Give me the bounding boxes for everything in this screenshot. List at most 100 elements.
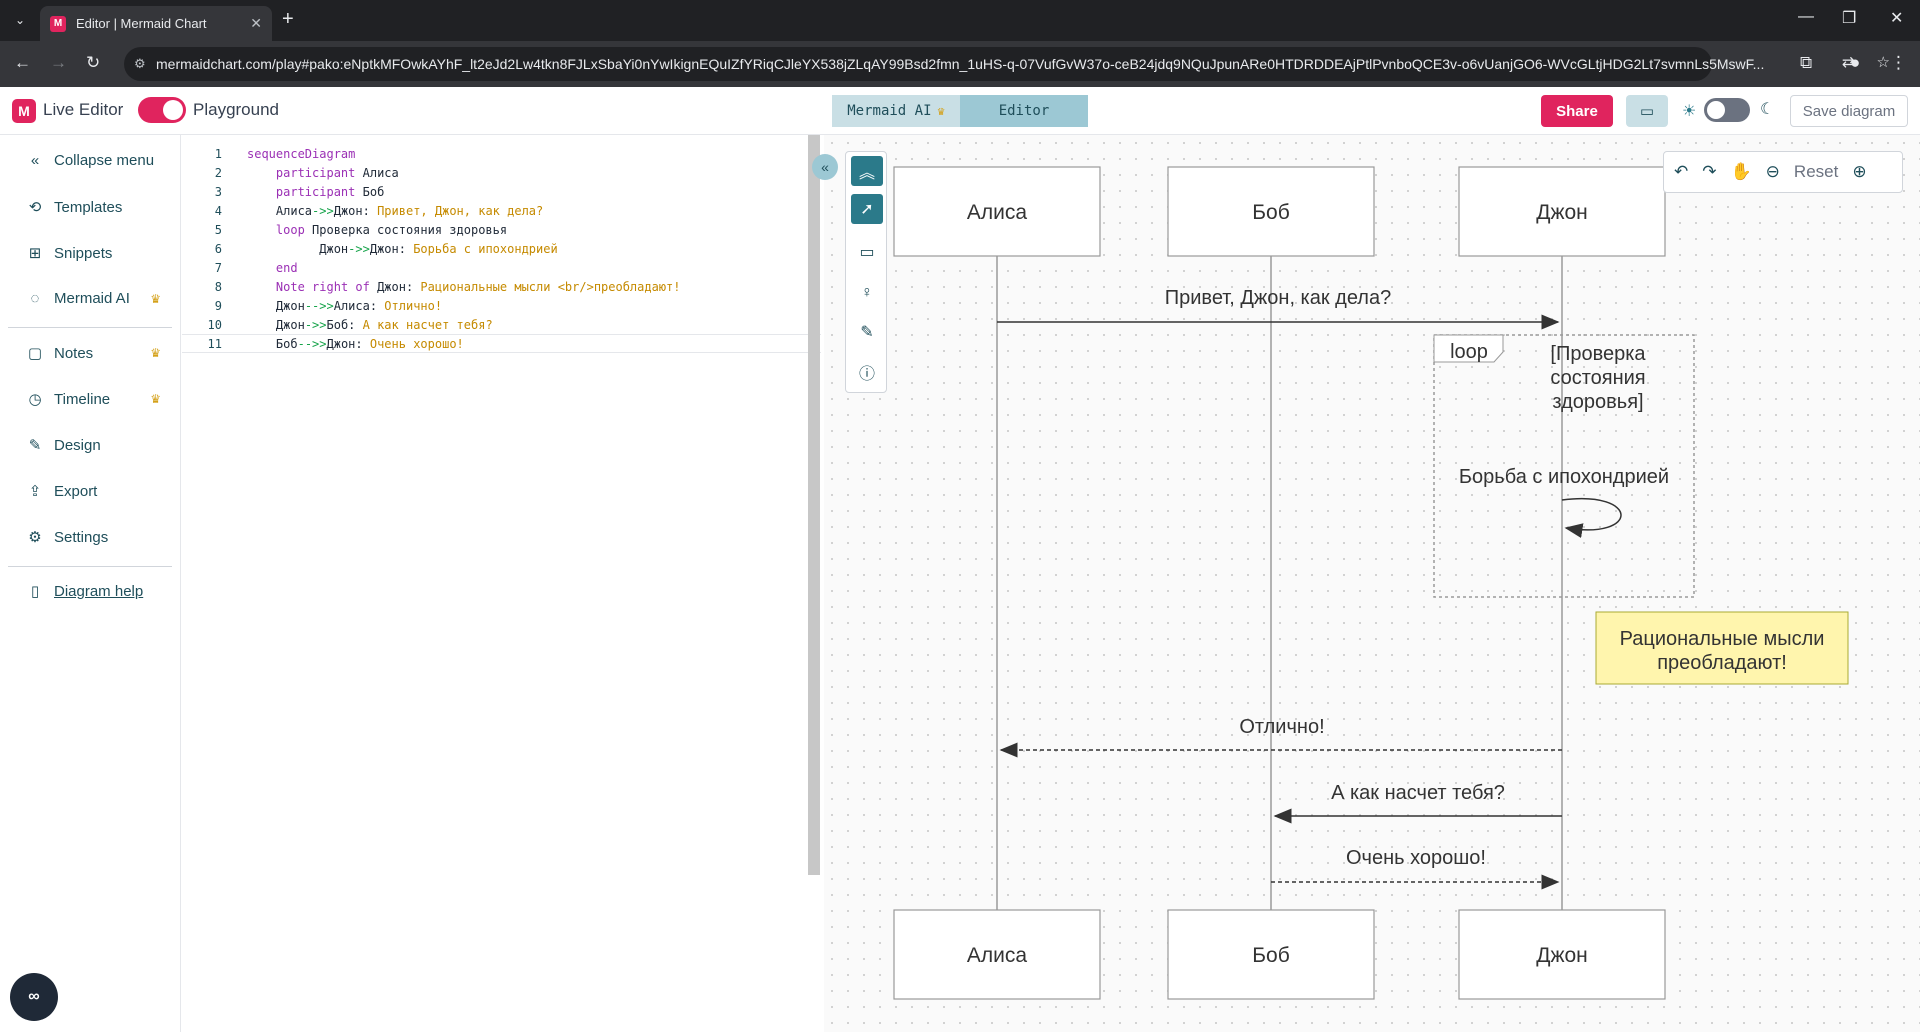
actor-box-top[interactable]: Боб (1167, 166, 1375, 257)
browser-menu-icon[interactable]: ⋮ (1890, 53, 1907, 72)
actor-box-bottom[interactable]: Боб (1167, 909, 1375, 1000)
code-line[interactable]: 5 loop Проверка состояния здоровья (182, 220, 821, 239)
sidebar-item-notes[interactable]: ▢ Notes ♛ (27, 344, 161, 363)
pan-hand-icon[interactable]: ✋ (1730, 162, 1752, 181)
actor-box-top[interactable]: Алиса (893, 166, 1101, 257)
address-bar[interactable]: ⚙ mermaidchart.com/play#pako:eNptkMFOwkA… (124, 47, 1764, 81)
code-text: Джон-->>Алиса: Отлично! (275, 298, 443, 313)
mode-switch: Mermaid AI♛ Editor (832, 95, 1088, 127)
code-line[interactable]: 10 Джон->>Боб: А как насчет тебя? (182, 315, 821, 334)
reload-icon[interactable]: ↻ (86, 53, 101, 72)
close-window-icon[interactable]: ✕ (1890, 10, 1904, 27)
loop-label: loop (1450, 341, 1488, 363)
sidebar-item-export[interactable]: ⇪ Export (26, 482, 161, 501)
comment-icon: ▭ (1639, 103, 1655, 120)
message-label: Очень хорошо! (1346, 847, 1486, 869)
loop-label-tab (1433, 334, 1504, 363)
code-line[interactable]: 6 Джон->>Джон: Борьба с ипохондрией (182, 239, 821, 258)
line-number: 5 (214, 222, 222, 237)
sidebar-item-mermaid-ai[interactable]: ◌ Mermaid AI ♛ (26, 290, 161, 307)
browser-tab[interactable]: M Editor | Mermaid Chart ✕ (40, 6, 272, 41)
code-line[interactable]: 4 Алиса->>Джон: Привет, Джон, как дела? (182, 201, 821, 220)
sidebar-item-snippets[interactable]: ⊞ Snippets (26, 244, 161, 263)
code-line[interactable]: 2 participant Алиса (182, 163, 821, 182)
undo-icon[interactable]: ↶ (1674, 162, 1689, 181)
sidebar-item-settings[interactable]: ⚙ Settings (26, 528, 161, 547)
code-text: participant Алиса (275, 165, 399, 180)
info-icon[interactable]: ⓘ (858, 366, 875, 383)
sidebar-item-design[interactable]: ✎ Design (26, 436, 161, 455)
code-line[interactable]: 7 end (182, 258, 821, 277)
comment-button[interactable]: ▭ (1626, 95, 1668, 127)
restore-icon[interactable]: ❐ (1842, 10, 1857, 27)
minimize-icon[interactable]: — (1798, 8, 1814, 25)
actor-box-bottom[interactable]: Алиса (893, 909, 1101, 1000)
share-button[interactable]: Share (1541, 95, 1613, 127)
playground-toggle[interactable] (138, 97, 186, 123)
sidebar-item-diagram-help[interactable]: ▯ Diagram help (26, 582, 161, 601)
code-line[interactable]: 11 Боб-->>Джон: Очень хорошо! (182, 334, 821, 353)
line-number: 8 (214, 279, 222, 294)
actor-box-bottom[interactable]: Джон (1458, 909, 1666, 1000)
profile-icon[interactable]: ● (1850, 53, 1861, 72)
sidebar-item-templates[interactable]: ⟲ Templates (26, 198, 161, 217)
save-diagram-button[interactable]: Save diagram (1790, 95, 1908, 127)
tab-search-icon[interactable]: ⌄ (14, 13, 26, 27)
reset-zoom-button[interactable]: Reset (1793, 162, 1839, 181)
close-tab-icon[interactable]: ✕ (250, 15, 262, 31)
mermaid-assistant-button[interactable]: ∞ (10, 973, 58, 1021)
zoom-controls: ↶ ↷ ✋ ⊖ Reset ⊕ (1663, 151, 1903, 193)
collapse-toolbar-icon[interactable]: ︽ (851, 156, 883, 186)
code-text: end (275, 260, 298, 275)
chevrons-left-icon: « (30, 152, 40, 169)
zoom-in-icon[interactable]: ⊕ (1852, 162, 1867, 181)
presentation-icon[interactable]: ▭ (859, 244, 875, 261)
line-number: 3 (214, 184, 222, 199)
url-text: mermaidchart.com/play#pako:eNptkMFOwkAYh… (156, 56, 1765, 72)
note-text-line: Рациональные мысли (1620, 628, 1825, 650)
translate-icon[interactable]: ⇄ (1841, 54, 1855, 71)
bookmark-star-icon[interactable]: ☆ (1876, 54, 1890, 71)
actor-label: Джон (1536, 944, 1588, 967)
export-icon: ⇪ (28, 483, 42, 500)
collapse-editor-button[interactable]: « (812, 154, 838, 180)
redo-icon[interactable]: ↷ (1702, 162, 1717, 181)
actor-box-top[interactable]: Джон (1458, 166, 1666, 257)
line-number: 11 (207, 336, 222, 351)
code-line[interactable]: 9 Джон-->>Алиса: Отлично! (182, 296, 821, 315)
back-icon[interactable]: ← (14, 53, 31, 72)
code-text: Джон->>Джон: Борьба с ипохондрией (319, 241, 558, 256)
sidebar-item-collapse-menu[interactable]: « Collapse menu (26, 152, 161, 169)
new-tab-icon[interactable]: + (282, 8, 294, 30)
note-text-line: преобладают! (1657, 652, 1787, 674)
editor-tab[interactable]: Editor (960, 95, 1088, 127)
loop-condition-line: здоровья] (1552, 391, 1643, 413)
loop-condition-line: [Проверка (1550, 343, 1646, 365)
code-text: Джон->>Боб: А как насчет тебя? (275, 317, 493, 332)
sidebar-item-timeline[interactable]: ◷ Timeline ♛ (26, 390, 161, 409)
mermaid-ai-tab[interactable]: Mermaid AI♛ (832, 95, 960, 127)
site-info-icon[interactable]: ⚙ (134, 56, 146, 71)
code-text: Note right of Джон: Рациональные мысли <… (275, 279, 681, 294)
note-box[interactable]: Рациональные мысли преобладают! (1595, 611, 1849, 685)
line-number: 6 (214, 241, 222, 256)
sidebar-divider (8, 327, 172, 328)
mermaid-favicon-icon: M (50, 15, 66, 32)
extensions-icon[interactable]: ⧉ (1800, 53, 1813, 72)
theme-toggle[interactable] (1704, 98, 1750, 122)
line-number: 4 (214, 203, 222, 218)
editor-scrollbar[interactable] (808, 135, 820, 875)
zoom-out-icon[interactable]: ⊖ (1765, 162, 1780, 181)
code-line[interactable]: 3 participant Боб (182, 182, 821, 201)
brush-icon[interactable]: ✎ (860, 324, 874, 341)
actor-icon[interactable]: ♀ (861, 284, 873, 301)
moon-icon: ☾ (1760, 101, 1775, 118)
forward-icon[interactable]: → (50, 53, 67, 72)
select-pointer-icon[interactable]: ➚ (851, 194, 883, 224)
code-text: sequenceDiagram (247, 146, 356, 161)
actor-label: Боб (1252, 944, 1290, 967)
code-line[interactable]: 8 Note right of Джон: Рациональные мысли… (182, 277, 821, 296)
